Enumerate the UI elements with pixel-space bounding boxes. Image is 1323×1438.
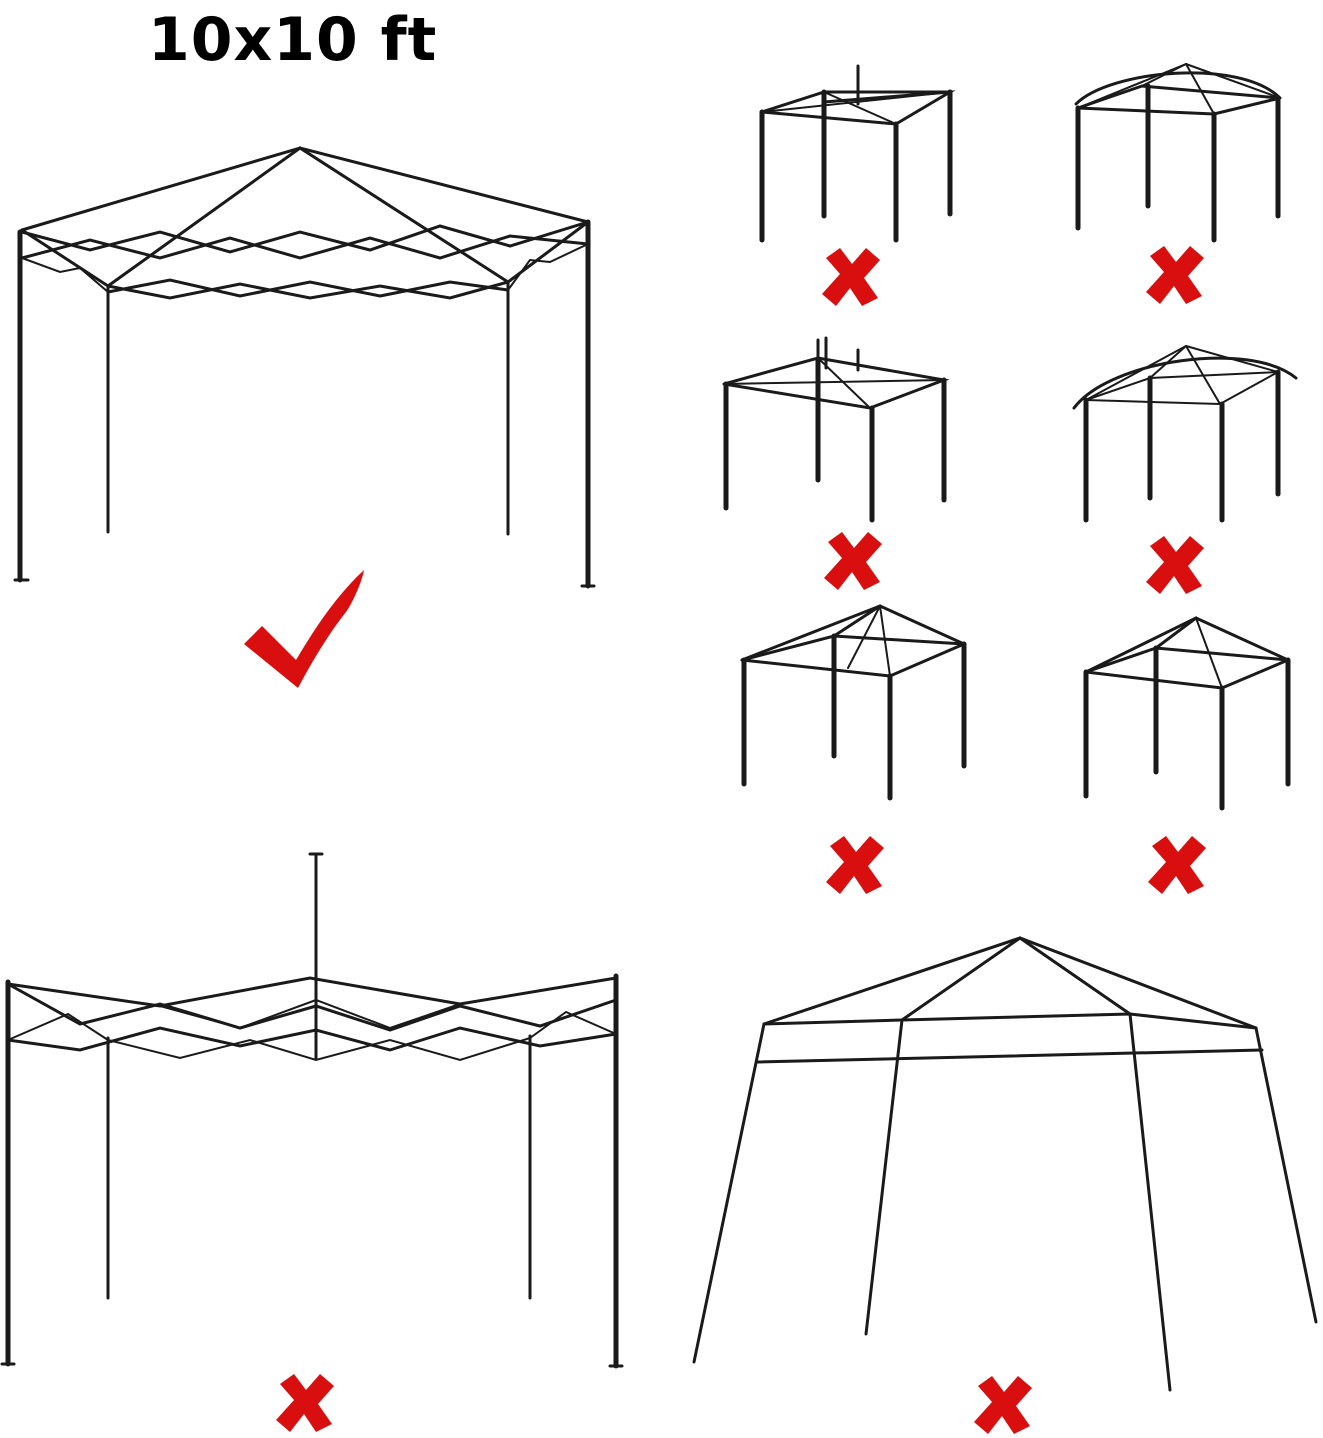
cross-icon — [824, 532, 882, 590]
slant-leg-canopy-frame — [692, 936, 1318, 1392]
cross-icon — [826, 836, 884, 894]
cross-icon — [1146, 536, 1204, 594]
pop-up-frame-with-center-pole — [0, 852, 624, 1369]
check-icon — [244, 570, 364, 688]
pop-up-canopy-frame — [13, 146, 596, 589]
flat-top-frame-with-pole — [759, 64, 956, 243]
cross-icon — [974, 1376, 1032, 1434]
page-title: 10x10 ft — [148, 5, 438, 75]
cross-icon — [1146, 246, 1204, 304]
dome-top-frame — [1074, 63, 1282, 243]
cross-icon — [276, 1374, 334, 1432]
cross-icon — [1148, 836, 1206, 894]
arched-dome-frame — [1072, 345, 1298, 523]
flat-top-frame-with-pole-short — [722, 336, 950, 523]
gazebo-peak-frame — [740, 604, 967, 801]
gazebo-peak-frame-tall — [1083, 616, 1291, 811]
cross-icon — [822, 248, 880, 306]
